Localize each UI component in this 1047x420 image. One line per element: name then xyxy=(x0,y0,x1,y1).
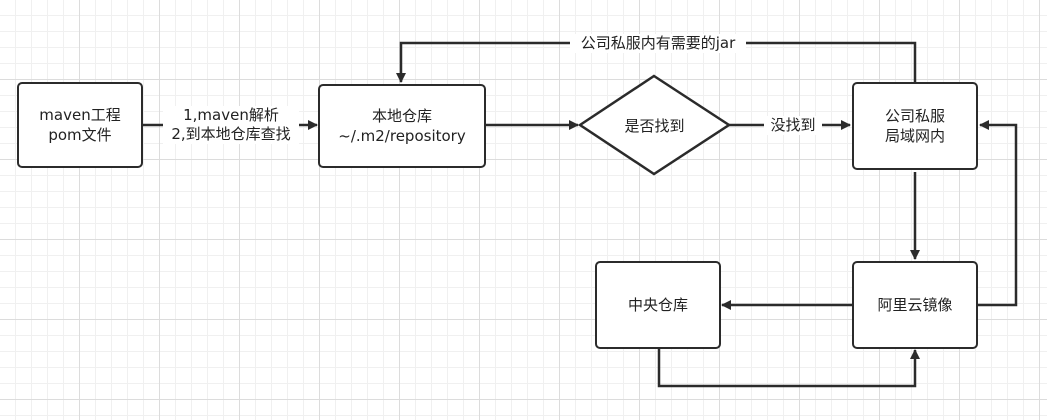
arrow-aliyun-to-private xyxy=(978,120,1018,307)
edge-label-decision-to-private-text: 没找到 xyxy=(770,116,816,134)
edge-label-maven-to-local-line2: 2,到本地仓库查找 xyxy=(171,125,291,143)
edge-label-maven-to-local-line1: 1,maven解析 xyxy=(183,106,279,124)
node-company-private-server-line2: 局域网内 xyxy=(884,127,945,145)
node-local-repository-line2: ~/.m2/repository xyxy=(338,127,466,145)
edge-label-maven-to-local: 1,maven解析 2,到本地仓库查找 xyxy=(163,106,299,144)
arrow-central-to-aliyun xyxy=(657,348,920,388)
edge-label-private-to-local-text: 公司私服内有需要的jar xyxy=(580,34,736,52)
node-maven-project-line1: maven工程 xyxy=(39,106,121,124)
node-central-repository-label: 中央仓库 xyxy=(627,296,688,314)
edge-label-decision-to-private: 没找到 xyxy=(764,116,822,135)
node-company-private-server-line1: 公司私服 xyxy=(884,107,945,125)
node-aliyun-mirror: 阿里云镜像 xyxy=(852,261,978,349)
decision-label-text: 是否找到 xyxy=(624,116,685,135)
node-local-repository-line1: 本地仓库 xyxy=(371,107,432,125)
node-aliyun-mirror-label: 阿里云镜像 xyxy=(877,296,953,314)
edge-label-private-to-local: 公司私服内有需要的jar xyxy=(570,34,746,53)
node-central-repository: 中央仓库 xyxy=(595,261,721,349)
decision-diamond xyxy=(577,74,732,176)
node-maven-project-line2: pom文件 xyxy=(48,126,112,144)
node-company-private-server: 公司私服 局域网内 xyxy=(852,82,978,170)
node-maven-project: maven工程 pom文件 xyxy=(17,82,143,168)
node-local-repository: 本地仓库 ~/.m2/repository xyxy=(318,84,486,168)
decision-label: 是否找到 xyxy=(580,105,729,145)
